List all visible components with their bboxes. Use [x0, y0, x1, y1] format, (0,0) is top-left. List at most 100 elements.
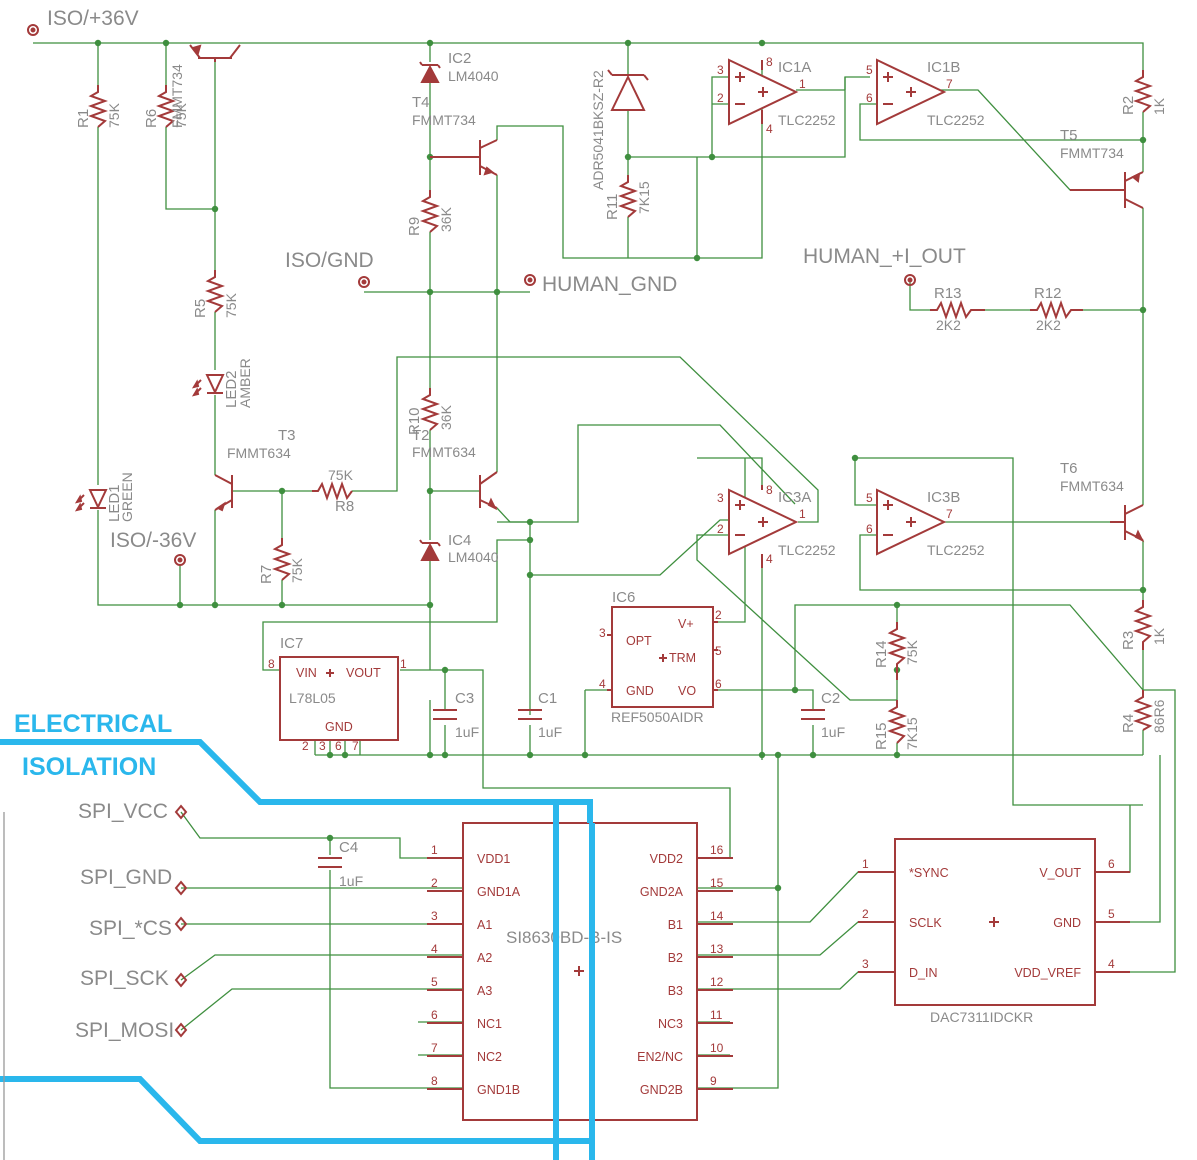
- pin-name: GND1B: [477, 1083, 520, 1097]
- resistor-r14: R14 75K: [873, 622, 920, 680]
- pin-name: EN2/NC: [637, 1050, 683, 1064]
- resistor-r1: R1 75K: [75, 85, 122, 128]
- svg-text:GND: GND: [626, 684, 654, 698]
- pin-name: GND: [1053, 916, 1081, 930]
- svg-text:GND: GND: [325, 720, 353, 734]
- pin-name: D_IN: [909, 966, 937, 980]
- pin-name: A1: [477, 918, 492, 932]
- diodes: IC2 LM4040 IC4 LM4040 ADR5041BKSZ-R2 LED…: [74, 50, 649, 565]
- svg-text:7K15: 7K15: [636, 181, 652, 214]
- svg-text:6: 6: [866, 522, 873, 536]
- svg-text:4: 4: [766, 122, 773, 136]
- pin-number: 8: [431, 1074, 438, 1088]
- svg-text:IC1B: IC1B: [927, 59, 960, 76]
- iso-gnd-label: ISO/GND: [285, 249, 374, 272]
- svg-text:R9: R9: [406, 217, 423, 236]
- svg-text:T4: T4: [412, 94, 430, 111]
- svg-text:R7: R7: [258, 565, 275, 584]
- svg-text:3: 3: [319, 739, 326, 753]
- junctions: [94, 39, 1147, 892]
- svg-text:IC7: IC7: [280, 635, 303, 652]
- cap-c1: C1 1uF: [518, 690, 562, 740]
- svg-text:75K: 75K: [328, 467, 354, 483]
- svg-text:75K: 75K: [289, 557, 305, 583]
- svg-text:R2: R2: [1120, 96, 1137, 115]
- resistors: R1 75K R6 75K R5 75K R9 36K R10 36K R11 …: [75, 70, 1167, 750]
- pin-name: NC2: [477, 1050, 502, 1064]
- pin-name: VDD1: [477, 852, 510, 866]
- pin-name: *SYNC: [909, 866, 949, 880]
- svg-text:1: 1: [400, 657, 407, 671]
- iso-m36-pad: [174, 554, 186, 566]
- iso-gnd-pad: [358, 276, 370, 288]
- svg-text:1uF: 1uF: [538, 724, 562, 740]
- svg-text:6: 6: [715, 677, 722, 691]
- resistor-r3: R3 1K: [1120, 600, 1167, 650]
- svg-text:1K: 1K: [1151, 97, 1167, 115]
- resistor-r2: R2 1K: [1120, 70, 1167, 115]
- svg-text:SI8630BD-B-IS: SI8630BD-B-IS: [506, 928, 622, 947]
- svg-text:5: 5: [866, 491, 873, 505]
- ic7-l78l05: IC7 VIN VOUT L78L05 GND 8 1 2 3 6 7: [268, 635, 407, 753]
- transistor-t4: T4 FMMT734: [412, 94, 498, 176]
- svg-text:7: 7: [946, 77, 953, 91]
- iso-p36-pad: [27, 24, 39, 36]
- cap-c2: C2 1uF: [801, 690, 845, 740]
- dac-pin-1: 1*SYNC: [858, 857, 949, 880]
- led1: LED1 GREEN: [74, 472, 135, 522]
- transistor-t1: FMMT734: [169, 44, 241, 128]
- spi-sck-label: SPI_SCK: [80, 967, 169, 990]
- dac-pin-6: 6V_OUT: [1039, 857, 1130, 880]
- transistor-t2: T2 FMMT634: [412, 427, 498, 511]
- svg-text:1uF: 1uF: [455, 724, 479, 740]
- cap-c3: C3 1uF: [433, 690, 479, 740]
- svg-text:1: 1: [799, 507, 806, 521]
- svg-text:R8: R8: [335, 498, 354, 515]
- svg-text:6: 6: [335, 739, 342, 753]
- svg-text:VO: VO: [678, 684, 696, 698]
- led2: LED2 AMBER: [191, 358, 253, 408]
- svg-text:R12: R12: [1034, 285, 1062, 302]
- capacitors: C3 1uF C1 1uF C2 1uF C4 1uF: [318, 690, 845, 889]
- svg-text:3: 3: [599, 626, 606, 640]
- svg-text:C4: C4: [339, 839, 358, 856]
- svg-text:7: 7: [352, 739, 359, 753]
- svg-text:FMMT734: FMMT734: [169, 64, 185, 128]
- pin-number: 15: [710, 876, 724, 890]
- pin-number: 2: [431, 876, 438, 890]
- svg-text:R15: R15: [873, 722, 890, 750]
- resistor-r12: R12 2K2: [1030, 285, 1083, 333]
- isolator-pin-5: 5A3: [427, 975, 492, 998]
- svg-text:IC2: IC2: [448, 50, 471, 67]
- pin-name: NC1: [477, 1017, 502, 1031]
- svg-text:7: 7: [946, 507, 953, 521]
- pin-number: 1: [431, 843, 438, 857]
- svg-text:1uF: 1uF: [821, 724, 845, 740]
- ic6-ref5050: IC6 OPT V+ TRM GND VO 3 2 5 4 6 REF5050A…: [599, 589, 722, 725]
- svg-text:R3: R3: [1120, 631, 1137, 650]
- svg-text:LM4040: LM4040: [448, 68, 499, 84]
- opamp-ic3a: 3 2 1 8 4 IC3A TLC2252: [717, 483, 836, 568]
- human-out-pad: [904, 274, 916, 286]
- svg-text:ADR5041BKSZ-R2: ADR5041BKSZ-R2: [590, 70, 606, 190]
- iso-p36-label: ISO/+36V: [47, 7, 139, 30]
- svg-text:OPT: OPT: [626, 634, 652, 648]
- svg-text:2: 2: [717, 522, 724, 536]
- svg-text:2K2: 2K2: [936, 317, 961, 333]
- svg-text:TLC2252: TLC2252: [927, 112, 985, 128]
- pin-number: 5: [1108, 907, 1115, 921]
- svg-text:DAC7311IDCKR: DAC7311IDCKR: [930, 1009, 1033, 1025]
- svg-text:R10: R10: [406, 407, 423, 435]
- pin-name: NC3: [658, 1017, 683, 1031]
- pin-number: 3: [431, 909, 438, 923]
- svg-text:5: 5: [866, 63, 873, 77]
- svg-text:FMMT634: FMMT634: [227, 445, 291, 461]
- svg-text:2: 2: [715, 608, 722, 622]
- svg-text:3: 3: [717, 491, 724, 505]
